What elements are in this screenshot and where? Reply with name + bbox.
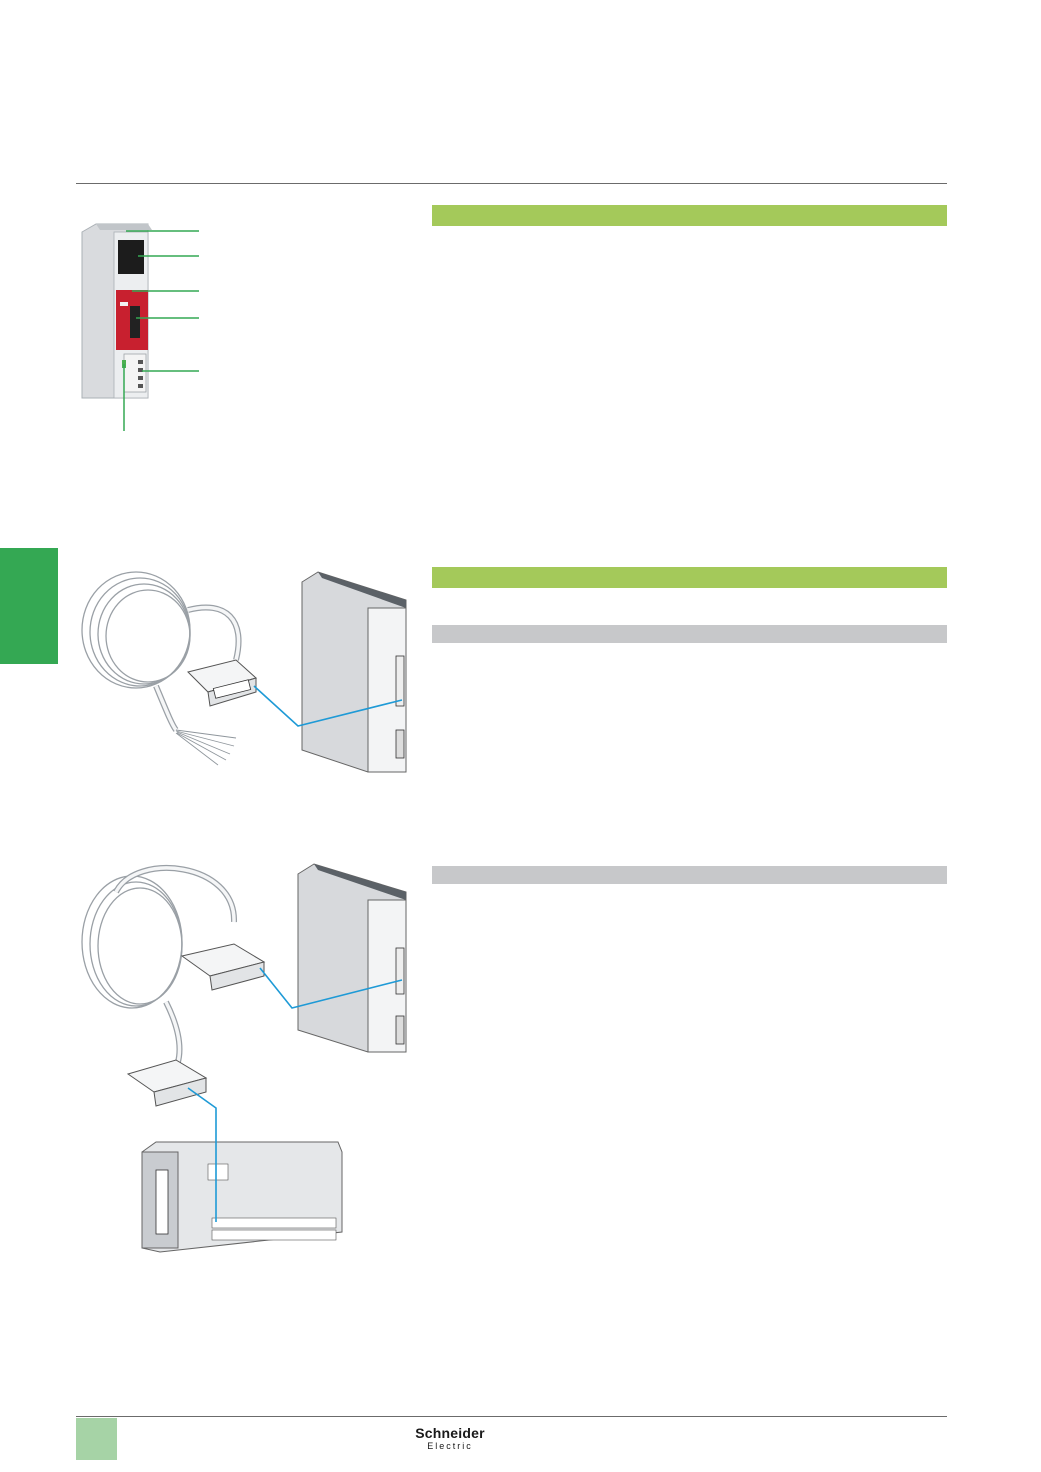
cable-terminal-illustration xyxy=(81,863,407,1253)
section-2-heading-bar xyxy=(432,567,947,588)
section-3-subheading-bar xyxy=(432,866,947,884)
footer-page-tab xyxy=(76,1418,117,1460)
section-1-heading-bar xyxy=(432,205,947,226)
footer-divider xyxy=(76,1416,947,1417)
header-divider xyxy=(76,183,947,184)
module-illustration xyxy=(81,223,199,431)
section-2-subheading-bar xyxy=(432,625,947,643)
schneider-electric-logo: Schneider Electric xyxy=(410,1426,490,1458)
logo-wordmark-top: Schneider xyxy=(415,1425,485,1441)
cable-kit-illustration xyxy=(81,571,407,773)
logo-wordmark-bottom: Electric xyxy=(427,1441,473,1451)
side-tab xyxy=(0,548,58,664)
